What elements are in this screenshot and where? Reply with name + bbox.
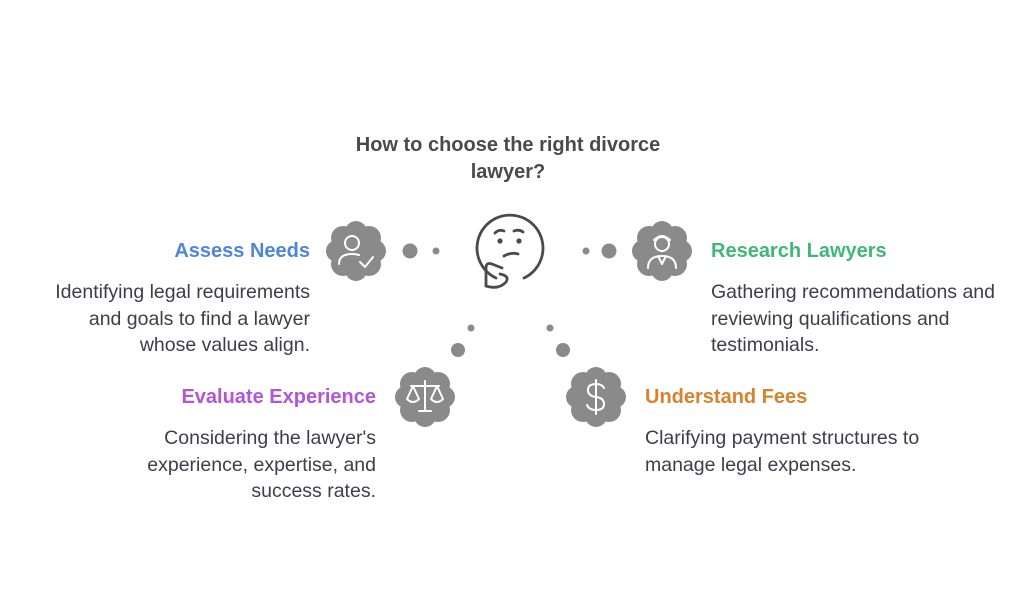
diagram-title: How to choose the right divorce lawyer? bbox=[355, 134, 661, 183]
connector-dots bbox=[402, 243, 617, 357]
understand-fees-description: Clarifying payment structures to manage … bbox=[645, 427, 920, 476]
evaluate-experience-description: Considering the lawyer's experience, exp… bbox=[147, 427, 376, 502]
evaluate-experience-title: Evaluate Experience bbox=[181, 386, 376, 408]
fees-node-blob bbox=[566, 367, 626, 427]
understand-fees-title: Understand Fees bbox=[645, 386, 808, 408]
scales-icon bbox=[406, 380, 444, 412]
research-node-blob bbox=[632, 221, 692, 281]
lawyer-icon bbox=[647, 235, 677, 269]
research-lawyers-description: Gathering recommendations and reviewing … bbox=[711, 281, 995, 356]
assess-needs-description: Identifying legal requirements and goals… bbox=[55, 281, 310, 356]
dollar-icon bbox=[586, 379, 605, 415]
assess-needs-title: Assess Needs bbox=[174, 240, 310, 262]
research-lawyers-title: Research Lawyers bbox=[711, 240, 887, 262]
user-check-icon bbox=[338, 235, 374, 268]
assess-node-blob bbox=[326, 221, 386, 281]
evaluate-node-blob bbox=[395, 367, 455, 427]
thinking-face-icon bbox=[475, 213, 545, 289]
